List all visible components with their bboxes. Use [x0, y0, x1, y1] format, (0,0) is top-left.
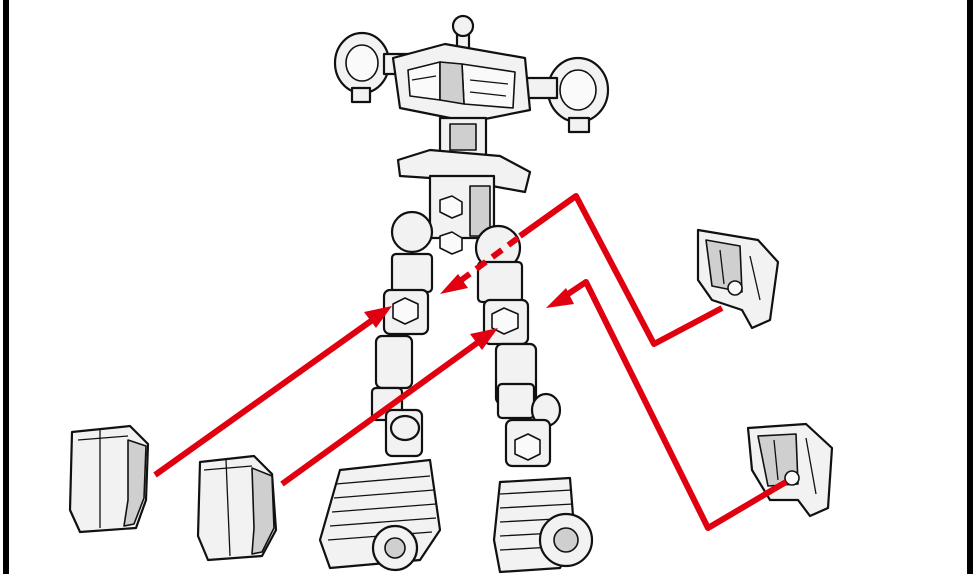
shin-armor-icon: [70, 426, 148, 532]
knee-armor-icon: [748, 424, 832, 516]
right-shoulder-joint: [525, 58, 608, 132]
right-leg: [478, 262, 592, 572]
shin-armor-icon: [198, 456, 276, 560]
chest-block: [393, 44, 530, 122]
arrow-shin-left: [155, 306, 392, 475]
